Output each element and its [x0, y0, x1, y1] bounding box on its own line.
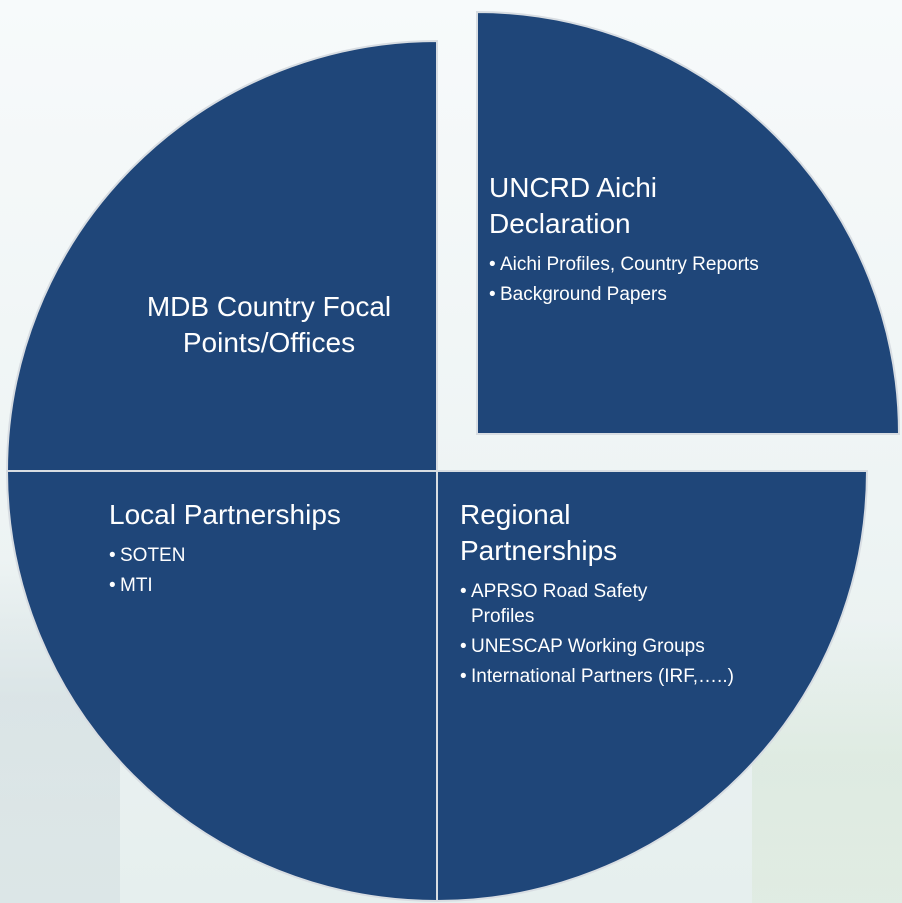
bullet-item: Aichi Profiles, Country Reports — [489, 252, 779, 277]
quadrant-bottom-right-bullets: APRSO Road Safety Profiles UNESCAP Worki… — [460, 579, 750, 689]
quadrant-top-left-label: MDB Country Focal Points/Offices — [104, 289, 434, 361]
bullet-item: International Partners (IRF,…..) — [460, 664, 761, 689]
quadrant-top-right-outline — [476, 10, 901, 435]
quadrant-top-right-label: UNCRD Aichi Declaration Aichi Profiles, … — [489, 170, 789, 312]
quadrant-top-left — [7, 41, 437, 471]
bullet-item: SOTEN — [109, 543, 429, 568]
bullet-item: APRSO Road Safety Profiles — [460, 579, 711, 629]
quadrant-bottom-left-heading: Local Partnerships — [109, 499, 341, 530]
quadrant-bottom-left-label: Local Partnerships SOTEN MTI — [109, 497, 429, 603]
bullet-item: Background Papers — [489, 282, 779, 307]
quadrant-bottom-right-label: Regional Partnerships APRSO Road Safety … — [460, 497, 770, 694]
quadrant-bottom-left-outline — [5, 470, 438, 903]
bullet-item: UNESCAP Working Groups — [460, 634, 731, 659]
quadrant-top-left-heading: MDB Country Focal Points/Offices — [146, 291, 392, 358]
quadrant-top-right-heading: UNCRD Aichi Declaration — [489, 172, 658, 239]
quadrant-bottom-right-outline — [436, 470, 869, 903]
quadrant-top-left-outline — [5, 39, 438, 472]
bullet-item: MTI — [109, 573, 429, 598]
quadrant-bottom-right-heading: Regional Partnerships — [460, 499, 618, 566]
quadrant-bottom-left-bullets: SOTEN MTI — [109, 543, 429, 598]
quadrant-top-right — [477, 12, 899, 434]
quadrant-top-right-bullets: Aichi Profiles, Country Reports Backgrou… — [489, 252, 779, 307]
